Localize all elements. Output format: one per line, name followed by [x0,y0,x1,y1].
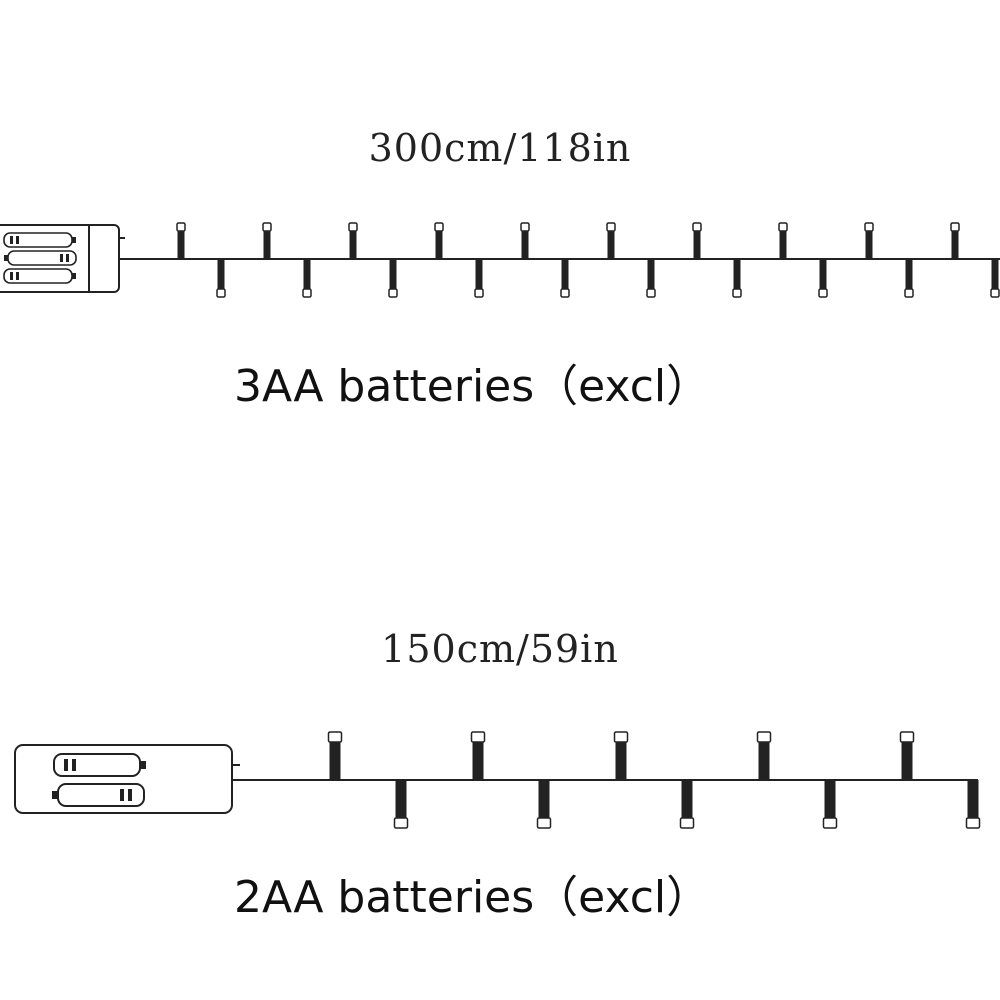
led-bulb [302,259,312,298]
led-bulb [434,222,444,259]
battery-label-3aa: 3AA batteries（excl） [234,361,711,412]
led-bulb [520,222,530,259]
led-bulb [348,222,358,259]
length-label-150cm: 150cm/59in [381,627,619,671]
led-bulbs-3aa [176,222,1000,298]
led-bulb [965,780,981,829]
led-bulb [536,780,552,829]
led-bulb [262,222,272,259]
led-bulb [606,222,616,259]
led-bulb [474,259,484,298]
led-bulb [393,780,409,829]
led-bulb [470,731,486,780]
led-bulb [176,222,186,259]
led-bulb [732,259,742,298]
led-bulb [692,222,702,259]
led-bulb [216,259,226,298]
led-bulb [904,259,914,298]
led-bulb [613,731,629,780]
light-string-2aa [14,731,981,829]
led-bulb [646,259,656,298]
led-bulbs-2aa [327,731,981,829]
led-bulb [990,259,1000,298]
led-bulb [679,780,695,829]
led-bulb [899,731,915,780]
led-bulb [756,731,772,780]
led-bulb [818,259,828,298]
led-bulb [327,731,343,780]
battery-cell-icon [53,753,146,777]
led-bulb [864,222,874,259]
battery-cell-icon [52,783,145,807]
battery-box-3aa [0,224,125,293]
battery-cell-icon [3,268,76,284]
length-label-300cm: 300cm/118in [368,126,632,170]
light-string-3aa [0,222,1000,298]
led-bulb [560,259,570,298]
led-bulb [778,222,788,259]
battery-label-2aa: 2AA batteries（excl） [234,872,711,923]
led-bulb [388,259,398,298]
battery-cell-icon [4,250,77,266]
led-bulb [822,780,838,829]
battery-box-2aa [14,744,240,814]
battery-cell-icon [3,232,76,248]
led-bulb [950,222,960,259]
